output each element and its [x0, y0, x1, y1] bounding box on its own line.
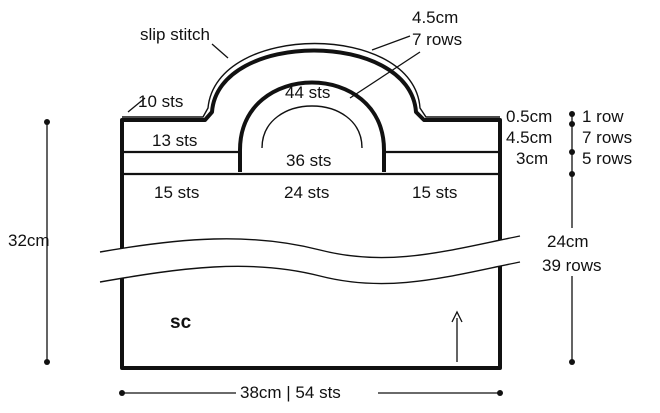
slip-stitch-pointer: [211, 43, 229, 59]
right-dim-dot-1: [569, 111, 575, 117]
height-dim-dot-bottom: [44, 359, 50, 365]
width-dim-dot-left: [119, 390, 125, 396]
top-sts-pointer: [127, 97, 146, 113]
handle-opening: [238, 80, 386, 172]
center-bottom-sts-label: 24 sts: [284, 183, 329, 202]
right-dim-dot-2: [569, 121, 575, 127]
handle-width-pointer-a: [371, 35, 411, 51]
handle-inner-arc: [261, 105, 363, 149]
right-dim-dot-3: [569, 149, 575, 155]
slip-stitch-label: slip stitch: [140, 25, 210, 44]
center-sts-label: 36 sts: [286, 151, 331, 170]
break-band: [100, 236, 520, 284]
width-label-bg: [236, 380, 378, 404]
row3-cm-label: 3cm: [516, 149, 548, 168]
stitch-label: sc: [170, 312, 192, 333]
row1-rows-label: 1 row: [582, 107, 624, 126]
bag-outline: [120, 48, 502, 370]
right-dim-dot-4: [569, 171, 575, 177]
row2-cm-label: 4.5cm: [506, 128, 552, 147]
row2-rows-label: 7 rows: [582, 128, 632, 147]
top-sts-label: 10 sts: [138, 92, 183, 111]
row3-rows-label: 5 rows: [582, 149, 632, 168]
handle-rows-label: 7 rows: [412, 30, 462, 49]
break-line-top: [99, 235, 521, 259]
right-dim-dot-5: [569, 359, 575, 365]
break-line-bottom: [99, 261, 521, 285]
height-label: 32cm: [8, 231, 50, 250]
slip-stitch-line: [122, 42, 500, 118]
width-label: 38cm | 54 sts: [240, 383, 341, 402]
handle-width-pointer-b: [349, 51, 421, 99]
height-dim-dot-top: [44, 119, 50, 125]
left-mid-sts-label: 13 sts: [152, 131, 197, 150]
inner-arc-sts-label: 44 sts: [285, 83, 330, 102]
width-dim-dot-right: [497, 390, 503, 396]
row1-cm-label: 0.5cm: [506, 107, 552, 126]
body-cm-label: 24cm: [547, 232, 589, 251]
right-bottom-sts-label: 15 sts: [412, 183, 457, 202]
body-rows-label: 39 rows: [542, 256, 602, 275]
left-bottom-sts-label: 15 sts: [154, 183, 199, 202]
arrow-head: [451, 310, 463, 323]
handle-width-label: 4.5cm: [412, 8, 458, 27]
body-label-bg: [540, 228, 612, 276]
